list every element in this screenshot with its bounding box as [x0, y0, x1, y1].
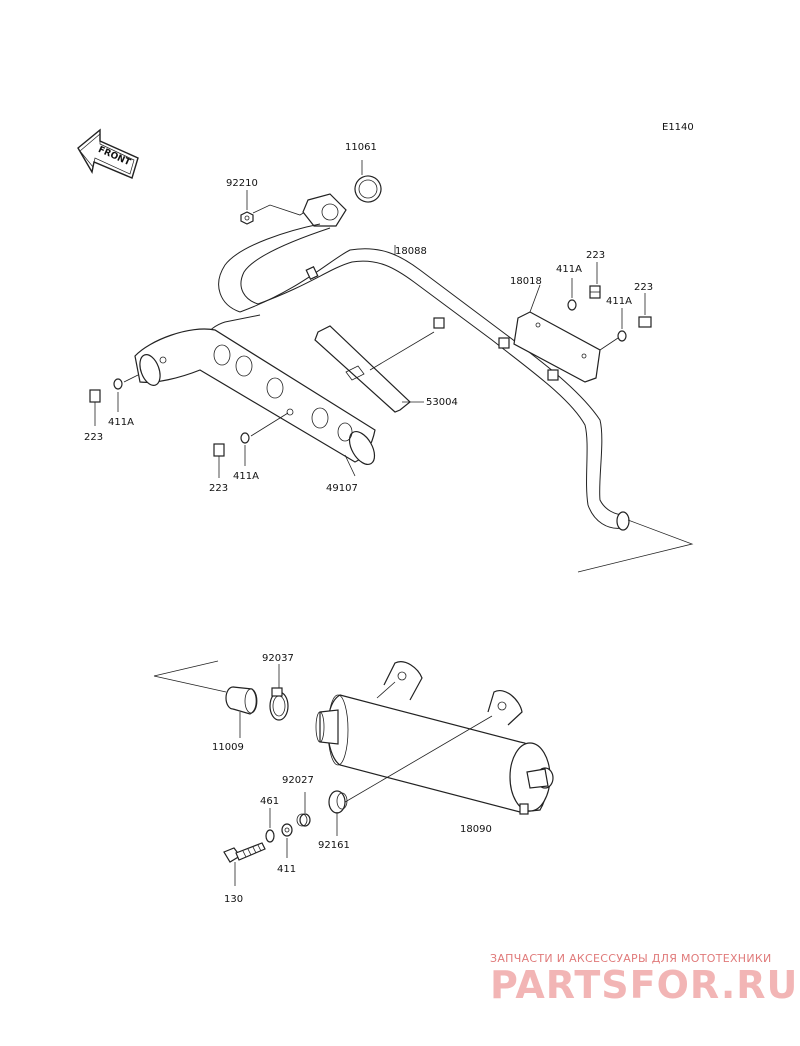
part-label-92037: 92037: [262, 653, 294, 664]
part-label-11009: 11009: [212, 742, 244, 753]
bolt-130[interactable]: [223, 842, 266, 863]
part-label-92027: 92027: [282, 775, 314, 786]
diagram-code: E1140: [662, 122, 694, 133]
part-label-223-d: 223: [209, 483, 228, 494]
washer-411A-upper[interactable]: [567, 299, 577, 311]
watermark-tagline: ЗАПЧАСТИ И АКСЕССУАРЫ ДЛЯ МОТОТЕХНИКИ: [490, 952, 772, 965]
part-label-53004: 53004: [426, 397, 458, 408]
part-label-18090: 18090: [460, 824, 492, 835]
nut-92210[interactable]: [240, 211, 254, 225]
part-label-223-a: 223: [586, 250, 605, 261]
washer-461[interactable]: [265, 829, 275, 843]
part-label-49107: 49107: [326, 483, 358, 494]
sleeve-11009[interactable]: [225, 686, 258, 715]
part-label-411: 411: [277, 864, 296, 875]
part-label-92161: 92161: [318, 840, 350, 851]
gasket-11061[interactable]: [351, 172, 384, 205]
watermark-logo: PARTSFOR.RU: [490, 963, 798, 1007]
part-label-411A-d: 411A: [233, 471, 259, 482]
part-label-18018: 18018: [510, 276, 542, 287]
clamp-92037[interactable]: [269, 687, 289, 721]
watermark: ЗАПЧАСТИ И АКСЕССУАРЫ ДЛЯ МОТОТЕХНИКИ PA…: [490, 952, 798, 1007]
part-label-18088: 18088: [395, 246, 427, 257]
part-label-223-b: 223: [634, 282, 653, 293]
front-arrow-icon: FRONT: [77, 128, 139, 179]
bolt-223-left[interactable]: [89, 389, 101, 403]
part-label-461: 461: [260, 796, 279, 807]
part-label-411A-a: 411A: [556, 264, 582, 275]
washer-411A-lower[interactable]: [240, 432, 250, 444]
bolt-223-upper[interactable]: [589, 285, 601, 299]
part-label-223-c: 223: [84, 432, 103, 443]
bolt-223-lower[interactable]: [213, 443, 225, 457]
part-label-411A-b: 411A: [606, 296, 632, 307]
bolt-223-right[interactable]: [638, 316, 652, 328]
part-label-92210: 92210: [226, 178, 258, 189]
part-label-11061: 11061: [345, 142, 377, 153]
washer-411A-right[interactable]: [617, 330, 627, 342]
part-label-130: 130: [224, 894, 243, 905]
label-53004[interactable]: [314, 325, 411, 413]
muffler-18090[interactable]: [315, 661, 554, 815]
collar-92027[interactable]: [296, 813, 311, 827]
heat-shield-49107[interactable]: [134, 328, 380, 469]
grommet-92161[interactable]: [328, 790, 348, 814]
part-label-411A-c: 411A: [108, 417, 134, 428]
washer-411[interactable]: [281, 823, 293, 837]
washer-411A-left[interactable]: [113, 378, 123, 390]
